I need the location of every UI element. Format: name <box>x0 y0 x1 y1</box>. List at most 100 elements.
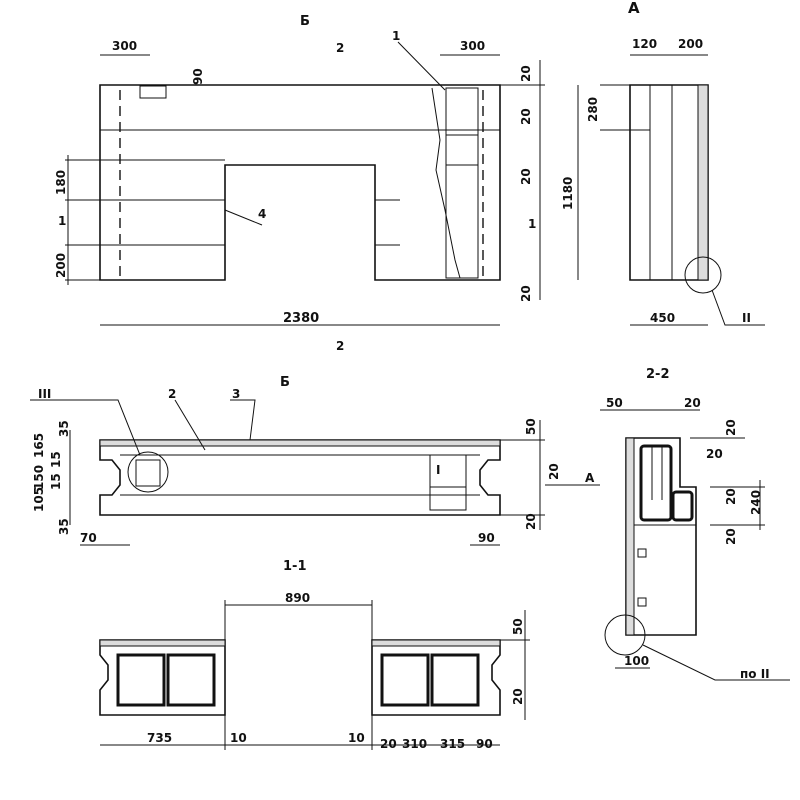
rebar-cage <box>639 444 673 522</box>
dim-right-20: 20 <box>519 168 533 185</box>
lifting-loop <box>139 85 167 99</box>
panel-outline <box>99 84 501 281</box>
dim-310: 310 <box>402 737 427 751</box>
section-2-bottom: 2 <box>336 339 344 353</box>
leader <box>397 41 446 91</box>
dim-20-right-top: 20 <box>724 419 738 436</box>
dim-180: 180 <box>54 170 68 195</box>
dim-20: 20 <box>380 737 397 751</box>
callout-3: 3 <box>232 387 240 401</box>
top-insulation <box>99 639 226 647</box>
dim-15: 15 <box>49 451 63 468</box>
callout-4: 4 <box>258 207 266 221</box>
dim-10-right: 10 <box>348 731 365 745</box>
dim-240: 240 <box>749 490 763 515</box>
dim-70: 70 <box>80 531 97 545</box>
dim-150: 150 <box>32 465 46 490</box>
dim-105: 105 <box>32 487 46 512</box>
view-b-title: Б <box>280 375 290 390</box>
view-a: А 120 200 280 1180 450 II <box>561 0 765 326</box>
dim-90: 90 <box>476 737 493 751</box>
dim-100: 100 <box>624 654 649 668</box>
leader <box>642 644 790 681</box>
callout-i: I <box>436 463 440 477</box>
section-2-2: 2-2 50 20 20 20 20 240 20 100 по II <box>600 367 790 681</box>
section-1-right: 1 <box>528 217 536 231</box>
dim-20-top: 20 <box>684 396 701 410</box>
section-2-2-title: 2-2 <box>646 367 670 382</box>
embedded-part <box>637 548 647 558</box>
embedded-part <box>637 597 647 607</box>
dim-left-300: 300 <box>112 39 137 53</box>
detail-ref-iii: III <box>38 387 51 401</box>
dim-2380: 2380 <box>283 311 319 326</box>
view-b: Б III 2 3 35 165 15 150 15 105 35 70 50 … <box>30 375 600 546</box>
dim-200: 200 <box>678 37 703 51</box>
view-a-marker: А <box>585 471 595 485</box>
dim-200: 200 <box>54 253 68 278</box>
dim-315: 315 <box>440 737 465 751</box>
section-1-1-title: 1-1 <box>283 559 307 574</box>
callout-2: 2 <box>168 387 176 401</box>
leader <box>711 289 765 326</box>
insulation-layer <box>697 84 709 281</box>
dim-20-step: 20 <box>706 447 723 461</box>
cutaway-rebar <box>445 87 479 279</box>
dim-20-bottom: 20 <box>524 513 538 530</box>
dim-890: 890 <box>285 591 310 605</box>
rebar-cage <box>671 490 694 522</box>
detail-iii-circle <box>127 451 169 493</box>
detail-ref-po-ii: по II <box>740 667 770 681</box>
dim-right-20: 20 <box>519 65 533 82</box>
dim-90: 90 <box>191 68 205 85</box>
view-a-outline <box>629 84 709 281</box>
rebar-cage <box>166 653 216 707</box>
dim-450: 450 <box>650 311 675 325</box>
top-insulation <box>371 639 501 647</box>
dim-35-top: 35 <box>57 420 71 437</box>
view-a-title: А <box>628 0 640 17</box>
dim-right-20: 20 <box>519 108 533 125</box>
section-2-2-outline <box>625 437 697 636</box>
detail-ii-circle <box>684 256 722 294</box>
section-1-1: 1-1 890 50 20 735 10 10 20 310 315 90 <box>99 559 530 751</box>
break-line <box>431 87 461 279</box>
leader <box>30 399 141 456</box>
top-insulation <box>99 439 501 447</box>
dim-right-300: 300 <box>460 39 485 53</box>
rebar-cage <box>430 653 480 707</box>
dim-20-low: 20 <box>724 528 738 545</box>
dim-right-20: 20 <box>519 285 533 302</box>
rebar-cage-i <box>429 454 467 511</box>
dim-280: 280 <box>586 97 600 122</box>
dim-50: 50 <box>606 396 623 410</box>
dim-90: 90 <box>478 531 495 545</box>
embedded-part <box>135 459 161 487</box>
section-2-top: 2 <box>336 41 344 55</box>
dim-10-left: 10 <box>230 731 247 745</box>
dim-50: 50 <box>524 418 538 435</box>
dim-1180: 1180 <box>561 177 575 210</box>
rebar-cage <box>116 653 166 707</box>
dim-20: 20 <box>511 688 525 705</box>
dim-120: 120 <box>632 37 657 51</box>
insulation-layer <box>625 437 635 636</box>
dim-165: 165 <box>32 433 46 458</box>
leader <box>224 209 263 226</box>
rebar-cage <box>380 653 430 707</box>
plan-view: Б 300 90 2 1 300 20 20 20 20 180 200 1 1… <box>54 14 545 353</box>
dim-735: 735 <box>147 731 172 745</box>
detail-ii-circle <box>604 614 646 656</box>
dim-20-mid: 20 <box>547 463 561 480</box>
leader <box>230 399 256 441</box>
dim-20-mid: 20 <box>724 488 738 505</box>
detail-ref-ii: II <box>742 311 751 325</box>
callout-1: 1 <box>392 29 400 43</box>
dim-50: 50 <box>511 618 525 635</box>
leader <box>174 399 206 451</box>
section-1-left: 1 <box>58 214 66 228</box>
section-b-marker: Б <box>300 14 310 29</box>
dim-35-bottom: 35 <box>57 518 71 535</box>
